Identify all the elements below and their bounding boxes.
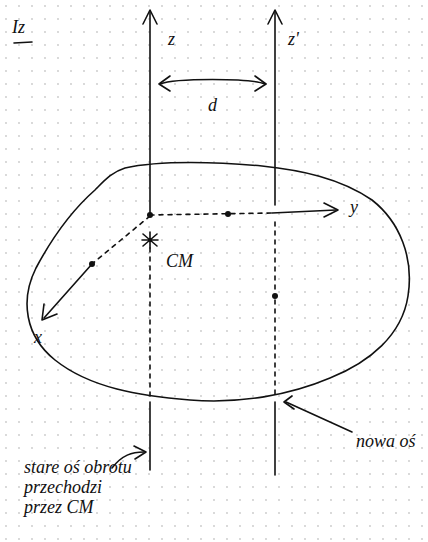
axis-name: z bbox=[168, 30, 175, 50]
z-axis bbox=[149, 12, 151, 214]
axis-name: x bbox=[34, 328, 42, 348]
axis-dot bbox=[225, 211, 231, 217]
rigid-body-outline bbox=[27, 163, 409, 401]
arrowhead bbox=[143, 10, 157, 24]
arrowhead bbox=[324, 203, 338, 217]
arrowhead bbox=[255, 76, 266, 91]
arrowhead bbox=[42, 304, 57, 320]
x-axis bbox=[44, 264, 92, 318]
leader-arrow bbox=[286, 402, 352, 432]
z-prime-axis-lower bbox=[274, 402, 276, 475]
axis-dot bbox=[272, 293, 278, 299]
axis-dot bbox=[89, 261, 95, 267]
y-axis-hidden bbox=[150, 213, 272, 215]
z-axis-lower bbox=[149, 402, 151, 470]
z-prime-axis-hidden bbox=[274, 222, 276, 292]
center-of-mass-label: CM bbox=[166, 252, 193, 272]
center-of-mass-mark bbox=[142, 232, 158, 248]
axis-name: y bbox=[350, 198, 358, 218]
axis-name: z' bbox=[288, 30, 299, 50]
note: nowa oś bbox=[356, 432, 416, 452]
z-prime-axis-hidden bbox=[274, 300, 276, 398]
underline bbox=[14, 42, 32, 43]
origin-dot bbox=[147, 212, 153, 218]
distance-label: d bbox=[208, 96, 217, 116]
z-prime-axis bbox=[274, 12, 276, 205]
distance-arrow bbox=[160, 80, 265, 85]
arrowhead bbox=[159, 76, 170, 91]
arrowhead bbox=[268, 10, 282, 24]
arrowhead bbox=[284, 396, 294, 409]
z-axis-hidden bbox=[149, 248, 151, 398]
y-axis bbox=[272, 210, 336, 213]
axis-moment-label: Iz bbox=[12, 18, 25, 38]
arrowhead bbox=[134, 446, 146, 459]
note: stare oś obrotu przechodzi przez CM bbox=[24, 458, 136, 517]
